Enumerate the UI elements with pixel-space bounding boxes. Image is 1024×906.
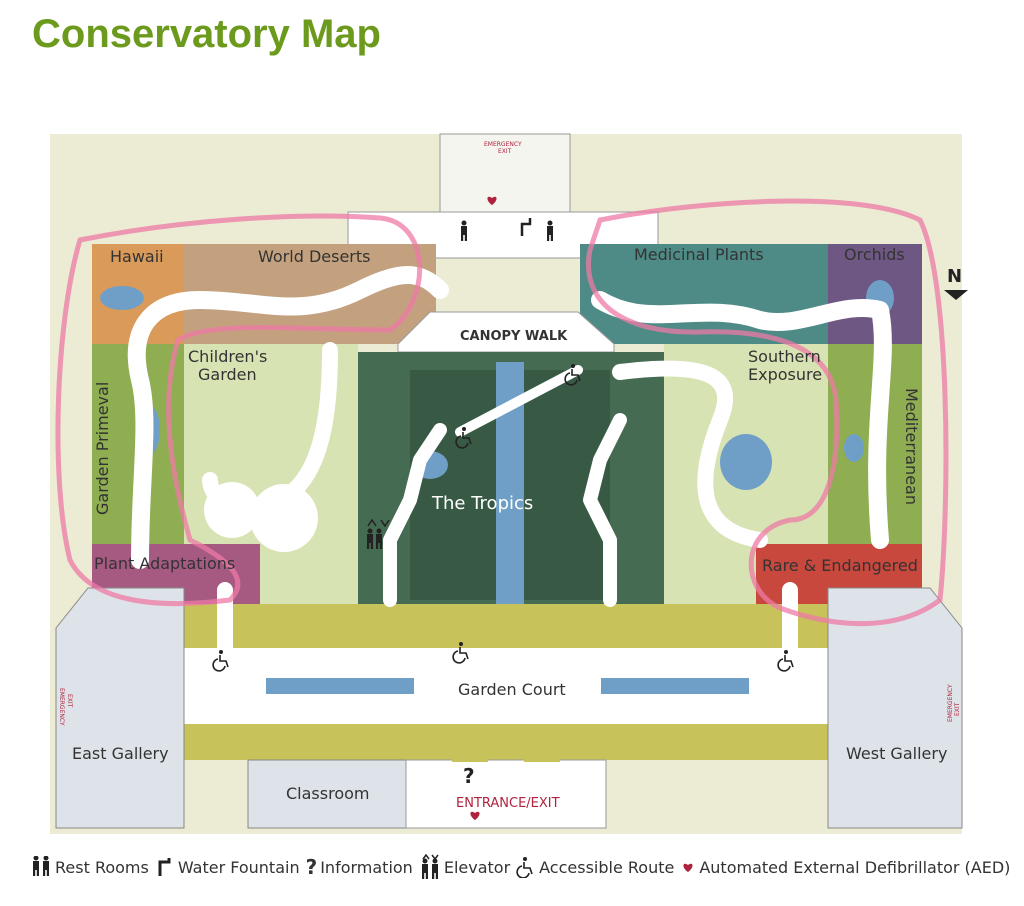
information-icon: ? — [463, 764, 475, 788]
pond-southern — [720, 434, 772, 490]
label-rare-endangered: Rare & Endangered — [762, 556, 918, 575]
classroom — [247, 759, 407, 829]
north-arrow-icon: N — [944, 266, 968, 300]
elevator-icon — [367, 518, 390, 549]
label-childrens-garden-line1: Children's — [188, 347, 267, 366]
legend-rest-rooms: Rest Rooms — [30, 856, 149, 878]
entrance-lobby — [405, 759, 607, 829]
path-southern — [612, 360, 768, 548]
map-legend: Rest Rooms Water Fountain ? Information … — [30, 852, 1020, 882]
legend-aed-label: Automated External Defibrillator (AED) — [699, 857, 1011, 877]
childrens-circle-1 — [204, 482, 260, 538]
label-the-tropics: The Tropics — [431, 493, 533, 514]
legend-information-label: Information — [320, 857, 413, 877]
label-medicinal-plants: Medicinal Plants — [634, 245, 764, 264]
lobby-planter-left — [452, 740, 488, 762]
label-mediterranean: Mediterranean — [902, 388, 921, 505]
east-gallery — [55, 587, 185, 829]
restroom-icon — [33, 856, 49, 876]
label-classroom: Classroom — [286, 784, 369, 803]
legend-water-fountain: Water Fountain — [155, 856, 300, 878]
conservatory-map: Hawaii World Deserts Medicinal Plants Or… — [50, 133, 968, 834]
court-pool-left — [266, 678, 414, 694]
path-medicinal — [591, 291, 892, 549]
label-emergency-exit-east-2: EXIT — [66, 694, 73, 708]
court-pool-right — [601, 678, 749, 694]
path-tropics-right — [583, 413, 627, 607]
label-emergency-exit-east-1: EMERGENCY — [58, 688, 65, 726]
legend-elevator: Elevator — [419, 854, 510, 880]
label-emergency-exit-north-2: EXIT — [498, 148, 512, 155]
water-fountain-icon — [158, 858, 171, 876]
label-entrance-exit: ENTRANCE/EXIT — [456, 796, 560, 811]
label-canopy-walk: CANOPY WALK — [460, 329, 568, 344]
label-southern-exposure-line2: Exposure — [748, 365, 822, 384]
elevator-icon — [421, 854, 439, 879]
legend-accessible-route: Accessible Route — [516, 856, 674, 878]
path-tropics-left — [383, 423, 447, 607]
walking-paths — [127, 266, 892, 668]
childrens-circle-2 — [250, 484, 318, 552]
information-icon: ? — [305, 855, 318, 879]
label-garden-primeval: Garden Primeval — [93, 382, 112, 515]
label-orchids: Orchids — [844, 245, 905, 264]
highlight-loop-east — [586, 198, 949, 627]
legend-water-fountain-label: Water Fountain — [177, 857, 300, 877]
water-fountain-icon — [520, 218, 532, 236]
lobby-planter-right — [524, 740, 560, 762]
legend-elevator-label: Elevator — [443, 857, 511, 877]
legend-accessible-route-label: Accessible Route — [539, 857, 675, 877]
pond-hawaii — [100, 286, 144, 310]
label-world-deserts: World Deserts — [258, 247, 370, 266]
aed-icon — [683, 863, 693, 872]
label-plant-adaptations: Plant Adaptations — [94, 554, 235, 573]
label-southern-exposure-line1: Southern — [748, 347, 821, 366]
page-title: Conservatory Map — [32, 12, 381, 56]
path-deserts — [127, 266, 449, 569]
label-hawaii: Hawaii — [110, 247, 164, 266]
path-tropics-bridge — [455, 365, 583, 437]
label-west-gallery: West Gallery — [846, 744, 947, 763]
highlight-loop-west — [55, 213, 422, 607]
legend-information: ? Information — [306, 855, 413, 879]
label-east-gallery: East Gallery — [72, 744, 169, 763]
west-gallery — [827, 587, 963, 829]
north-label: N — [947, 266, 962, 287]
label-emergency-exit-north-1: EMERGENCY — [484, 141, 522, 148]
label-emergency-exit-west-1: EMERGENCY — [947, 684, 954, 722]
label-garden-court: Garden Court — [458, 680, 566, 699]
label-emergency-exit-west-2: EXIT — [954, 702, 961, 716]
legend-aed: Automated External Defibrillator (AED) — [680, 858, 1010, 877]
accessible-icon — [516, 856, 533, 878]
pond-mediterranean — [844, 434, 864, 462]
label-childrens-garden-line2: Garden — [198, 365, 257, 384]
legend-rest-rooms-label: Rest Rooms — [55, 857, 149, 877]
